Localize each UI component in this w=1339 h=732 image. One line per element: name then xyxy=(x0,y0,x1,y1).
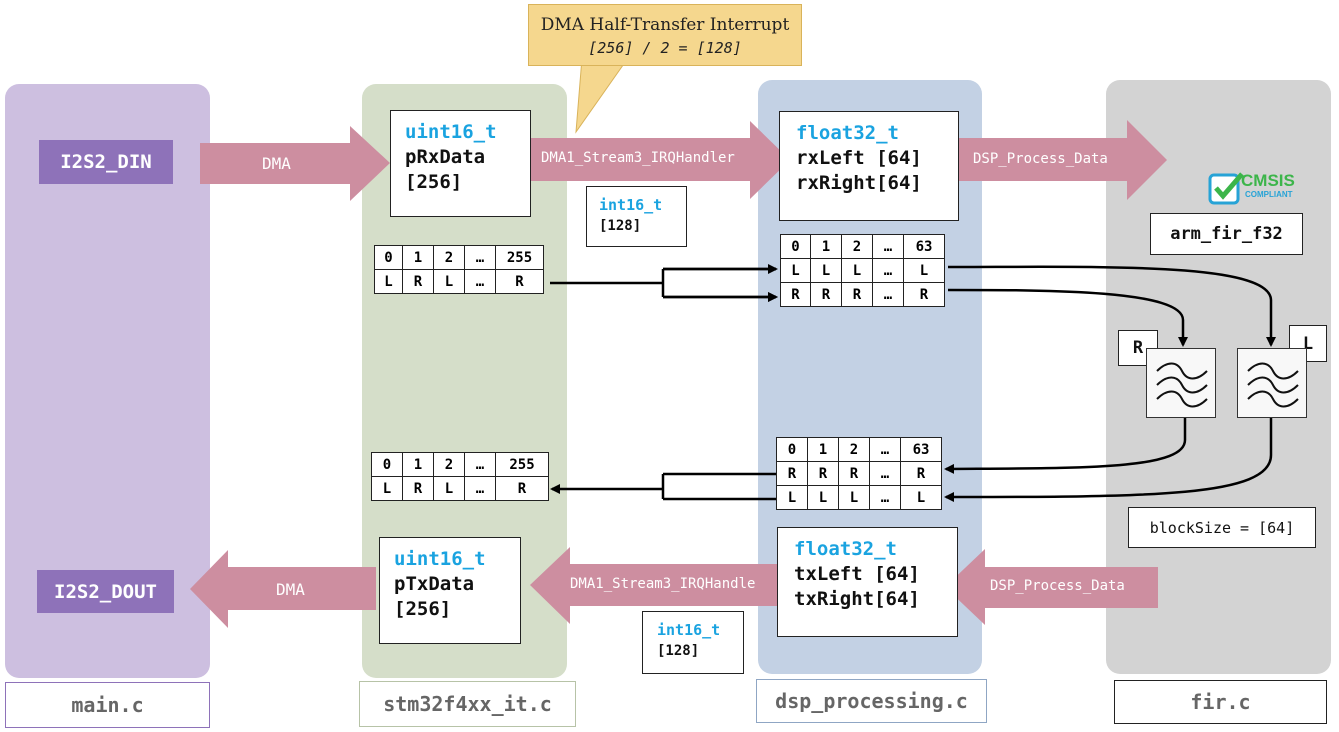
tx-buffer-name: pTxData xyxy=(394,573,475,595)
channel-l-label: L xyxy=(1302,333,1314,354)
rx-buffer-name: pRxData xyxy=(405,146,486,168)
array-cell: R xyxy=(402,269,434,294)
file-label-stm32-it: stm32f4xx_it.c xyxy=(359,681,576,727)
rx-buffer-type: uint16_t xyxy=(405,121,497,143)
i2s2-din-pin: I2S2_DIN xyxy=(39,140,173,184)
file-label-fir: fir.c xyxy=(1114,680,1327,724)
dsp-in-label: DSP_Process_Data xyxy=(973,151,1108,167)
arm-fir-f32-box: arm_fir_f32 xyxy=(1150,213,1303,255)
dsp-out-label: DSP_Process_Data xyxy=(990,578,1125,594)
rx-raw-value-row: L R L … R xyxy=(374,269,544,294)
right-to-filter-r xyxy=(947,288,1188,347)
array-cell: L xyxy=(433,269,465,294)
int-rx-type: int16_t xyxy=(599,196,663,214)
rx-split-connector xyxy=(550,267,776,297)
array-cell: L xyxy=(807,485,839,510)
filter-icon xyxy=(1247,362,1299,408)
tx-buffer-type: uint16_t xyxy=(394,548,486,570)
rx-buffer-size: [256] xyxy=(405,171,463,193)
block-size-label: blockSize = [64] xyxy=(1149,518,1295,537)
cmsis-logo-sub: COMPLIANT xyxy=(1245,190,1293,199)
tx-split-index-row: 0 1 2 … 63 xyxy=(776,437,942,462)
filter-icon xyxy=(1156,362,1208,408)
array-cell: … xyxy=(872,282,904,307)
arm-fir-f32-label: arm_fir_f32 xyxy=(1170,224,1283,244)
irq-in-arrow xyxy=(518,121,790,199)
callout-formula: [256] / 2 = [128] xyxy=(588,39,742,57)
filter-l-to-tx xyxy=(944,418,1273,502)
rx-raw-array: 0 1 2 … 255 L R L … R xyxy=(374,245,544,294)
array-cell: L xyxy=(838,485,870,510)
dsp-rx-buffer-box: float32_t rxLeft [64] rxRight[64] xyxy=(779,111,959,221)
int-tx-size: [128] xyxy=(657,643,700,659)
dsp-tx-left: txLeft [64] xyxy=(794,563,920,585)
rx-buffer-box: uint16_t pRxData [256] xyxy=(390,110,531,217)
fir-filter-r xyxy=(1146,348,1216,418)
tx-split-array: 0 1 2 … 63 R R R … R L L L … L xyxy=(776,437,942,510)
i2s2-dout-pin: I2S2_DOUT xyxy=(37,570,174,613)
fir-filter-l xyxy=(1237,348,1307,418)
array-cell: 63 xyxy=(900,437,942,462)
check-icon xyxy=(1208,172,1244,205)
dma-out-label: DMA xyxy=(276,580,305,599)
half-transfer-callout: DMA Half-Transfer Interrupt [256] / 2 = … xyxy=(528,4,802,66)
dma-in-label: DMA xyxy=(262,154,291,173)
array-cell: R xyxy=(900,461,942,486)
dsp-out-arrow xyxy=(945,549,1158,625)
array-cell: … xyxy=(464,245,496,270)
tx-merge-connector xyxy=(552,472,776,501)
dsp-rx-type: float32_t xyxy=(796,122,899,144)
array-cell: … xyxy=(872,258,904,283)
left-to-filter-l xyxy=(947,265,1276,347)
dma-in-arrow xyxy=(200,126,390,201)
filter-r-to-tx xyxy=(944,418,1187,474)
array-cell: L xyxy=(374,269,403,294)
file-label-main: main.c xyxy=(5,682,210,728)
int-tx-type: int16_t xyxy=(657,621,721,639)
irq-out-arrow xyxy=(530,547,782,624)
int-rx-box: int16_t [128] xyxy=(586,186,687,247)
rx-split-right-row: R R R … R xyxy=(780,282,945,307)
tx-split-left-row: L L L … L xyxy=(776,485,942,510)
int-rx-size: [128] xyxy=(599,218,642,234)
array-cell: 255 xyxy=(495,245,544,270)
irq-out-label: DMA1_Stream3_IRQHandle xyxy=(570,576,756,592)
array-cell: R xyxy=(402,476,434,501)
int-tx-box: int16_t [128] xyxy=(642,611,744,674)
array-cell: 0 xyxy=(374,245,403,270)
array-cell: R xyxy=(903,282,945,307)
array-cell: 0 xyxy=(371,452,403,477)
cmsis-logo: CMSIS COMPLIANT xyxy=(1208,171,1298,206)
array-cell: R xyxy=(810,282,842,307)
tx-buffer-size: [256] xyxy=(394,598,452,620)
file-label-dsp-processing: dsp_processing.c xyxy=(756,679,987,723)
channel-r-label: R xyxy=(1132,338,1144,358)
array-cell: L xyxy=(900,485,942,510)
rx-split-array: 0 1 2 … 63 L L L … L R R R … R xyxy=(780,234,945,307)
irq-in-label: DMA1_Stream3_IRQHandler xyxy=(541,150,735,166)
dma-out-arrow xyxy=(190,550,376,628)
tx-raw-array: 0 1 2 … 255 L R L … R xyxy=(371,452,549,501)
array-cell: R xyxy=(495,476,549,501)
block-size-box: blockSize = [64] xyxy=(1128,507,1316,548)
tx-buffer-box: uint16_t pTxData [256] xyxy=(379,537,521,644)
array-cell: R xyxy=(776,461,808,486)
dsp-tx-type: float32_t xyxy=(794,538,897,560)
callout-title: DMA Half-Transfer Interrupt xyxy=(540,15,790,35)
dsp-in-arrow xyxy=(945,120,1167,200)
array-cell: R xyxy=(841,282,873,307)
dsp-rx-left: rxLeft [64] xyxy=(796,147,922,169)
rx-raw-index-row: 0 1 2 … 255 xyxy=(374,245,544,270)
dsp-tx-buffer-box: float32_t txLeft [64] txRight[64] xyxy=(777,527,958,637)
dsp-tx-right: txRight[64] xyxy=(794,588,920,610)
array-cell: R xyxy=(495,269,544,294)
tx-raw-value-row: L R L … R xyxy=(371,476,549,501)
dsp-rx-right: rxRight[64] xyxy=(796,172,922,194)
cmsis-logo-text: CMSIS xyxy=(1241,171,1295,190)
rx-split-index-row: 0 1 2 … 63 xyxy=(780,234,945,259)
